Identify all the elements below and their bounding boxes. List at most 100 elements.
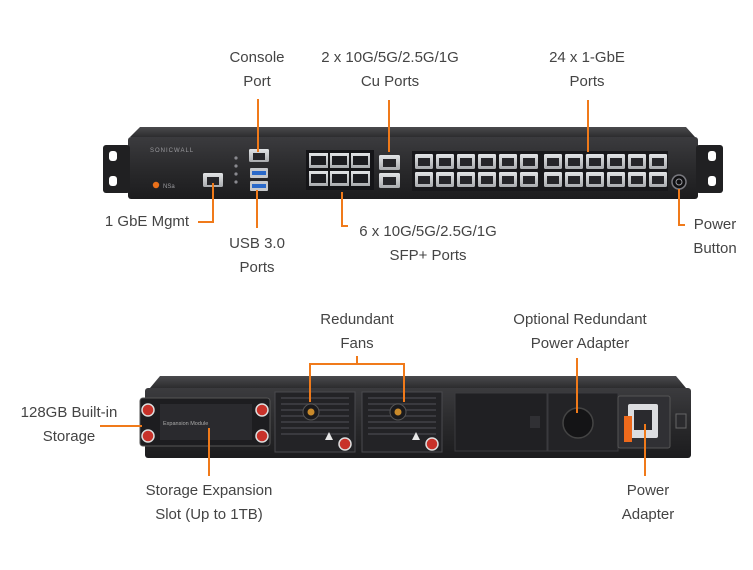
label-line: Button xyxy=(693,240,737,257)
model-text: NSa xyxy=(163,184,175,190)
rack-ear-right xyxy=(696,145,723,193)
gbe-port-slot xyxy=(460,176,472,184)
label-line: Console xyxy=(229,49,285,66)
label-mgmt-port: 1 GbE Mgmt xyxy=(97,210,197,234)
gbe-port-slot xyxy=(610,176,622,184)
gbe-port-slot xyxy=(418,176,430,184)
optional-psu-bay xyxy=(454,392,619,452)
module-text: Expansion Module xyxy=(163,421,208,427)
storage-module: Expansion Module xyxy=(139,397,271,447)
callout-sfp xyxy=(341,192,348,227)
fan-center xyxy=(394,408,402,416)
label-line: 2 x 10G/5G/2.5G/1G xyxy=(321,49,459,66)
gbe-port-slot xyxy=(481,158,493,166)
sfp-port-slot xyxy=(311,174,326,183)
warning-icon xyxy=(325,432,333,440)
label-line: Storage Expansion xyxy=(145,482,273,499)
gbe-ports xyxy=(412,151,668,191)
label-line: Slot (Up to 1TB) xyxy=(155,506,263,523)
gbe-port-slot xyxy=(568,158,580,166)
sfp-ports xyxy=(306,150,374,190)
label-line: 6 x 10G/5G/2.5G/1G xyxy=(359,223,497,240)
label-line: Power Adapter xyxy=(530,335,630,352)
power-button xyxy=(671,174,687,190)
gbe-port-slot xyxy=(481,176,493,184)
gbe-port-slot xyxy=(568,176,580,184)
label-line: 1 GbE Mgmt xyxy=(104,213,190,230)
gbe-port-block xyxy=(412,151,668,191)
label-line: SFP+ Ports xyxy=(389,247,467,264)
label-storage-expansion: Storage Expansion Slot (Up to 1TB) xyxy=(128,479,290,527)
sfp-port-slot xyxy=(332,174,347,183)
gbe-port-slot xyxy=(547,158,559,166)
gbe-port-slot xyxy=(652,158,664,166)
brand-text: SONICWALL xyxy=(150,148,194,154)
power-adapter xyxy=(617,395,687,449)
console-port xyxy=(249,149,269,162)
cu-port-slot xyxy=(383,159,396,167)
label-line: Fans xyxy=(340,335,374,352)
callout-lines xyxy=(100,99,685,476)
label-line: Cu Ports xyxy=(360,73,420,90)
fan-center xyxy=(307,408,315,416)
gbe-port-slot xyxy=(523,158,535,166)
label-line: Redundant xyxy=(320,311,394,328)
gbe-port-slot xyxy=(547,176,559,184)
callout-mgmt xyxy=(198,183,214,223)
label-power-adapter: Power Adapter xyxy=(608,479,688,527)
label-line: Power xyxy=(693,216,737,233)
usb-ports xyxy=(250,168,268,191)
label-sfp-ports: 6 x 10G/5G/2.5G/1G SFP+ Ports xyxy=(343,220,513,268)
cu-ports xyxy=(379,155,400,188)
sfp-port-slot xyxy=(353,174,368,183)
front-chassis: SONICWALL NSa xyxy=(103,127,723,199)
label-line: Power xyxy=(626,482,670,499)
label-cu-ports: 2 x 10G/5G/2.5G/1G Cu Ports xyxy=(305,46,475,94)
mgmt-port xyxy=(203,173,223,187)
warning-icon xyxy=(412,432,420,440)
gbe-port-slot xyxy=(460,158,472,166)
label-optional-power: Optional Redundant Power Adapter xyxy=(497,308,663,356)
label-redundant-fans: Redundant Fans xyxy=(307,308,407,356)
gbe-port-slot xyxy=(589,176,601,184)
gbe-port-slot xyxy=(652,176,664,184)
gbe-port-slot xyxy=(439,176,451,184)
gbe-port-slot xyxy=(439,158,451,166)
status-leds xyxy=(234,156,238,184)
fan-latch xyxy=(338,437,352,451)
label-line: Optional Redundant xyxy=(513,311,647,328)
label-usb-ports: USB 3.0 Ports xyxy=(212,232,302,280)
callout-power-button xyxy=(678,189,685,226)
sfp-port-slot xyxy=(332,156,347,165)
brand-logo-icon xyxy=(152,181,160,189)
gbe-port-slot xyxy=(631,158,643,166)
sfp-port-slot xyxy=(353,156,368,165)
gbe-port-slot xyxy=(631,176,643,184)
label-line: Ports xyxy=(569,73,605,90)
label-line: Port xyxy=(243,73,271,90)
label-console-port: Console Port xyxy=(212,46,302,94)
rear-chassis: Expansion Module xyxy=(139,376,691,458)
sfp-port-slot xyxy=(311,156,326,165)
gbe-port-slot xyxy=(418,158,430,166)
label-line: Ports xyxy=(239,259,275,276)
gbe-port-slot xyxy=(502,176,514,184)
label-line: USB 3.0 xyxy=(229,235,285,252)
label-line: 128GB Built-in xyxy=(20,404,118,421)
fan-modules xyxy=(274,391,443,453)
fan-latch xyxy=(425,437,439,451)
gbe-port-slot xyxy=(589,158,601,166)
label-line: 24 x 1-GbE xyxy=(549,49,625,66)
gbe-port-slot xyxy=(523,176,535,184)
cu-port-slot xyxy=(383,177,396,185)
label-gbe-ports: 24 x 1-GbE Ports xyxy=(530,46,644,94)
label-storage-builtin: 128GB Built-in Storage xyxy=(4,401,134,449)
label-power-button: Power Button xyxy=(680,213,750,261)
label-line: Storage xyxy=(42,428,96,445)
gbe-port-slot xyxy=(610,158,622,166)
rack-ear-left xyxy=(103,145,130,193)
label-line: Adapter xyxy=(621,506,675,523)
gbe-port-slot xyxy=(502,158,514,166)
